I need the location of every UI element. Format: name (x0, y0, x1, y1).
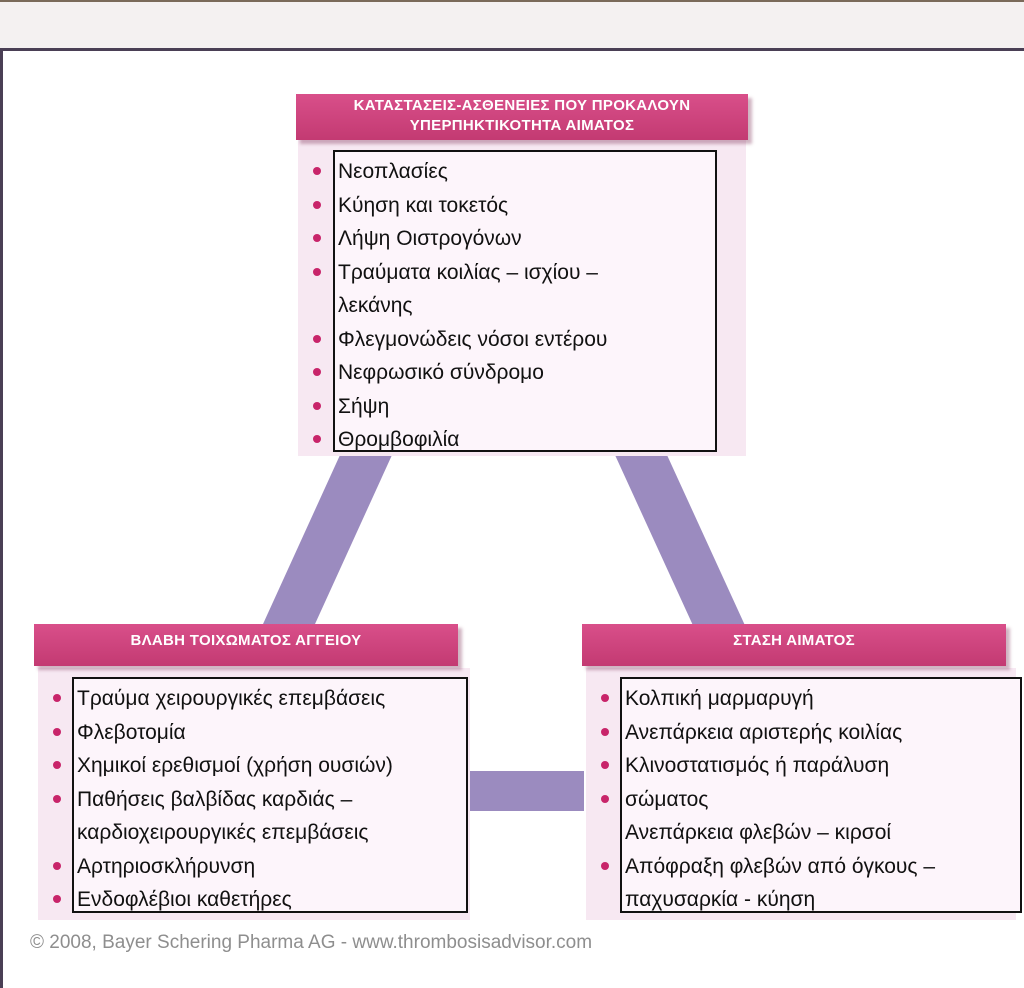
bullet-icon (53, 794, 61, 803)
list-item-label: Σήψη (338, 394, 390, 418)
list-item: σώματος (601, 783, 1020, 817)
list-item: Νεοπλασίες (313, 155, 715, 189)
bullet-icon (601, 727, 609, 736)
list-item: Κλινοστατισμός ή παράλυση (601, 749, 1020, 783)
bullet-icon (601, 761, 609, 769)
list-item: Θρομβοφιλία (313, 423, 715, 457)
list-item-label: Τραύματα κοιλίας – ισχίου – (338, 260, 598, 284)
list-item: Ενδοφλέβιοι καθετήρες (53, 883, 466, 917)
top-list-box: Νεοπλασίες Κύηση και τοκετός Λήψη Οιστρο… (313, 150, 717, 452)
list-item-label: σώματος (625, 787, 709, 811)
top-header: ΚΑΤΑΣΤΑΣΕΙΣ-ΑΣΘΕΝΕΙΕΣ ΠΟΥ ΠΡΟΚΑΛΟΥΝ ΥΠΕΡ… (296, 94, 748, 140)
list-item-label: Νεφρωσικό σύνδρομο (338, 361, 544, 384)
list-item-label: Λήψη Οιστρογόνων (338, 227, 522, 250)
list-item: Φλεγμονώδεις νόσοι εντέρου (313, 323, 715, 357)
top-border-line (0, 0, 1024, 2)
list-item: Τραύμα χειρουργικές επεμβάσεις (53, 682, 466, 716)
bullet-icon (313, 334, 321, 343)
bullet-icon (313, 200, 321, 209)
list-item-label: παχυσαρκία - κύηση (625, 888, 816, 911)
left-header: ΒΛΑΒΗ ΤΟΙΧΩΜΑΤΟΣ ΑΓΓΕΙΟΥ (34, 624, 458, 666)
list-item-label: λεκάνης (338, 294, 413, 317)
bullet-icon (601, 694, 609, 702)
list-item-label: Ανεπάρκεια αριστερής κοιλίας (625, 720, 903, 744)
connector-top-right (615, 455, 748, 632)
right-header: ΣΤΑΣΗ ΑΙΜΑΤΟΣ (582, 624, 1006, 666)
list-item: Σήψη (313, 390, 715, 424)
list-item-continuation: λεκάνης (338, 289, 715, 323)
bullet-icon (313, 435, 321, 443)
bullet-icon (601, 861, 609, 870)
list-item-label: Κλινοστατισμός ή παράλυση (625, 754, 890, 777)
right-header-title: ΣΤΑΣΗ ΑΙΜΑΤΟΣ (733, 632, 855, 649)
list-item-continuation: καρδιοχειρουργικές επεμβάσεις (77, 816, 466, 850)
list-item-label: Χημικοί ερεθισμοί (χρήση ουσιών) (77, 754, 393, 777)
list-item-label: Νεοπλασίες (338, 160, 448, 183)
copyright-footer: © 2008, Bayer Schering Pharma AG - www.t… (30, 932, 593, 953)
list-item-label: καρδιοχειρουργικές επεμβάσεις (77, 821, 369, 844)
list-item: Αρτηριοσκλήρυνση (53, 850, 466, 884)
list-item-label: Ανεπάρκεια φλεβών – κιρσοί (625, 821, 892, 844)
connector-top-left (258, 455, 392, 635)
bullet-icon (313, 167, 321, 175)
list-item-label: Τραύμα χειρουργικές επεμβάσεις (77, 687, 386, 710)
list-item-label: Θρομβοφιλία (338, 428, 460, 451)
list-item-label: Απόφραξη φλεβών από όγκους – (625, 854, 936, 878)
bullet-icon (53, 895, 61, 903)
bullet-icon (313, 368, 321, 376)
bullet-icon (313, 267, 321, 276)
list-item: Ανεπάρκεια αριστερής κοιλίας (601, 716, 1020, 750)
bullet-icon (601, 794, 609, 803)
connector-bottom (466, 771, 584, 811)
list-item-label: Φλεγμονώδεις νόσοι εντέρου (338, 327, 608, 351)
left-header-title: ΒΛΑΒΗ ΤΟΙΧΩΜΑΤΟΣ ΑΓΓΕΙΟΥ (130, 632, 362, 649)
list-item-label: Αρτηριοσκλήρυνση (77, 854, 256, 878)
right-list-box: Κολπική μαρμαρυγή Ανεπάρκεια αριστερής κ… (601, 677, 1022, 913)
bullet-icon (53, 694, 61, 702)
list-item-label: Φλεβοτομία (77, 720, 186, 744)
list-item: Κολπική μαρμαρυγή (601, 682, 1020, 716)
list-item: Φλεβοτομία (53, 716, 466, 750)
list-item-continuation: Ανεπάρκεια φλεβών – κιρσοί (625, 816, 1020, 850)
list-item-label: Κύηση και τοκετός (338, 193, 509, 217)
list-item: Νεφρωσικό σύνδρομο (313, 356, 715, 390)
list-item: Χημικοί ερεθισμοί (χρήση ουσιών) (53, 749, 466, 783)
list-item-label: Παθήσεις βαλβίδας καρδιάς – (77, 787, 353, 811)
top-header-line-1: ΚΑΤΑΣΤΑΣΕΙΣ-ΑΣΘΕΝΕΙΕΣ ΠΟΥ ΠΡΟΚΑΛΟΥΝ (353, 97, 691, 114)
list-item-label: Ενδοφλέβιοι καθετήρες (77, 888, 292, 911)
list-item: Κύηση και τοκετός (313, 189, 715, 223)
bullet-icon (53, 761, 61, 769)
list-item: Απόφραξη φλεβών από όγκους – (601, 850, 1020, 884)
bullet-icon (53, 861, 61, 870)
bullet-icon (313, 234, 321, 242)
bullet-icon (313, 401, 321, 410)
bullet-icon (53, 727, 61, 736)
list-item-continuation: παχυσαρκία - κύηση (625, 883, 1020, 917)
left-list-box: Τραύμα χειρουργικές επεμβάσεις Φλεβοτομί… (53, 677, 468, 913)
list-item-label: Κολπική μαρμαρυγή (625, 687, 814, 710)
list-item: Τραύματα κοιλίας – ισχίου – (313, 256, 715, 290)
list-item: Παθήσεις βαλβίδας καρδιάς – (53, 783, 466, 817)
top-header-line-2: ΥΠΕΡΠΗΚΤΙΚΟΤΗΤΑ ΑΙΜΑΤΟΣ (409, 117, 635, 134)
list-item: Λήψη Οιστρογόνων (313, 222, 715, 256)
